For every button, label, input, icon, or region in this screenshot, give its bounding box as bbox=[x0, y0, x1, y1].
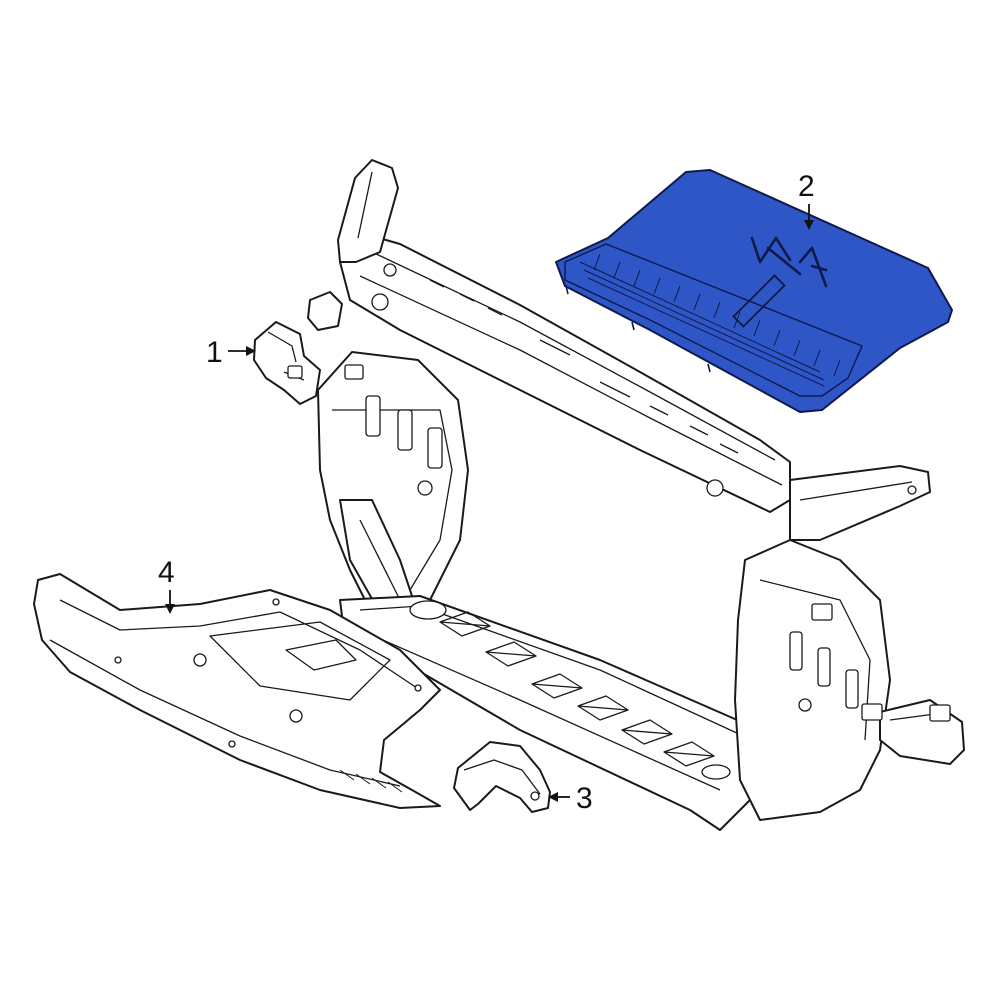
crossmember-pockets bbox=[439, 611, 715, 767]
upper-cover-slot bbox=[732, 274, 786, 328]
part-4-lower-cover bbox=[33, 573, 441, 809]
callout-4-number: 4 bbox=[158, 556, 175, 589]
callout-4: 4 bbox=[158, 556, 175, 614]
kia-logo bbox=[750, 236, 828, 288]
upper-cover-grille bbox=[564, 243, 863, 397]
upper-cover-body bbox=[555, 169, 953, 413]
part-1-bracket bbox=[253, 291, 343, 405]
radiator-support-frame bbox=[317, 159, 965, 831]
callout-2: 2 bbox=[798, 170, 815, 230]
part-3-deflector bbox=[453, 741, 551, 813]
callout-1-number: 1 bbox=[206, 336, 223, 369]
part-2-upper-cover bbox=[555, 169, 953, 413]
callout-3-number: 3 bbox=[576, 782, 593, 815]
callout-1: 1 bbox=[206, 336, 256, 369]
callout-3: 3 bbox=[548, 782, 593, 815]
callout-2-number: 2 bbox=[798, 170, 815, 203]
